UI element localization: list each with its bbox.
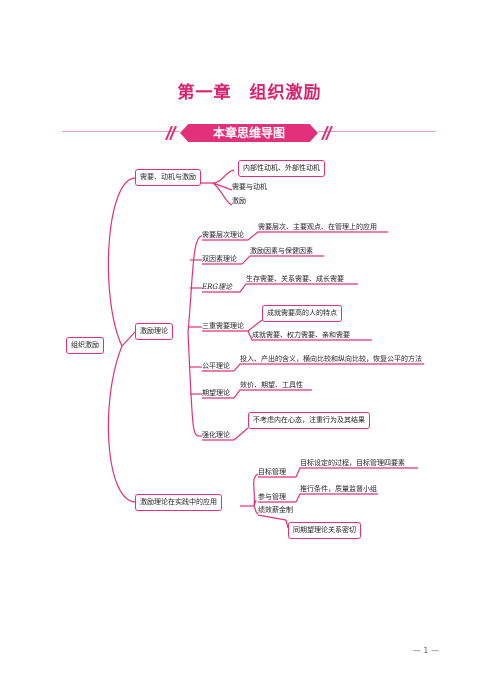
theory-triple-needs-note: 成就需要高的人的特点 — [262, 305, 342, 322]
needs-motives-leaf: 需要与动机 — [232, 183, 267, 191]
theory-hierarchy: 需要层次理论 — [202, 231, 244, 239]
banner-rule-left — [62, 131, 180, 132]
root-node: 组织激励 — [66, 337, 104, 354]
chapter-label: 第一章 — [177, 83, 232, 103]
theory-equity: 公平理论 — [202, 362, 230, 370]
incentive-leaf: 激励 — [232, 197, 246, 205]
branch-motivation-theories: 激励理论 — [135, 323, 173, 340]
mindmap-banner: 本章思维导图 — [180, 124, 318, 142]
theory-expectancy: 期望理论 — [202, 389, 230, 397]
theory-two-factor-detail: 激励因素与保健因素 — [250, 247, 313, 255]
banner-stripes-left — [165, 126, 177, 140]
practice-pay-for-performance-note: 同期望理论关系密切 — [288, 522, 361, 539]
theory-two-factor: 双因素理论 — [202, 255, 237, 263]
branch-practice: 激励理论在实践中的应用 — [135, 494, 222, 511]
banner-stripes-right — [321, 126, 333, 140]
practice-mbo-detail: 目标设定的过程，目标管理四要素 — [300, 459, 405, 467]
theory-reinforcement-note: 不考虑内在心态，注重行为及其结果 — [248, 412, 370, 429]
theory-triple-needs: 三重需要理论 — [202, 322, 244, 330]
page-number: — 1 — — [412, 646, 439, 655]
chapter-title: 第一章组织激励 — [0, 78, 499, 103]
theory-reinforcement: 强化理论 — [202, 431, 230, 439]
theory-equity-detail: 投入、产出的含义，横向比较和纵向比较，恢复公平的方法 — [240, 355, 422, 363]
practice-participation-detail: 推行条件，质量监督小组 — [300, 485, 377, 493]
practice-mbo: 目标管理 — [258, 468, 286, 476]
banner-rule-right — [318, 131, 436, 132]
chapter-name: 组织激励 — [249, 83, 322, 103]
theory-triple-needs-detail: 成就需要、权力需要、亲和需要 — [252, 331, 350, 339]
theory-hierarchy-detail: 需要层次、主要观点、在管理上的应用 — [258, 223, 377, 231]
practice-pay-for-performance: 绩效薪金制 — [258, 506, 293, 514]
branch-needs-motivation: 需要、动机与激励 — [135, 169, 201, 186]
theory-erg: ERG理论 — [202, 283, 232, 291]
practice-participation: 参与管理 — [258, 493, 286, 501]
motive-types-note: 内部性动机、外部性动机 — [238, 160, 325, 177]
theory-expectancy-detail: 效价、期望、工具性 — [240, 381, 303, 389]
theory-erg-detail: 生存需要、关系需要、成长需要 — [246, 275, 344, 283]
